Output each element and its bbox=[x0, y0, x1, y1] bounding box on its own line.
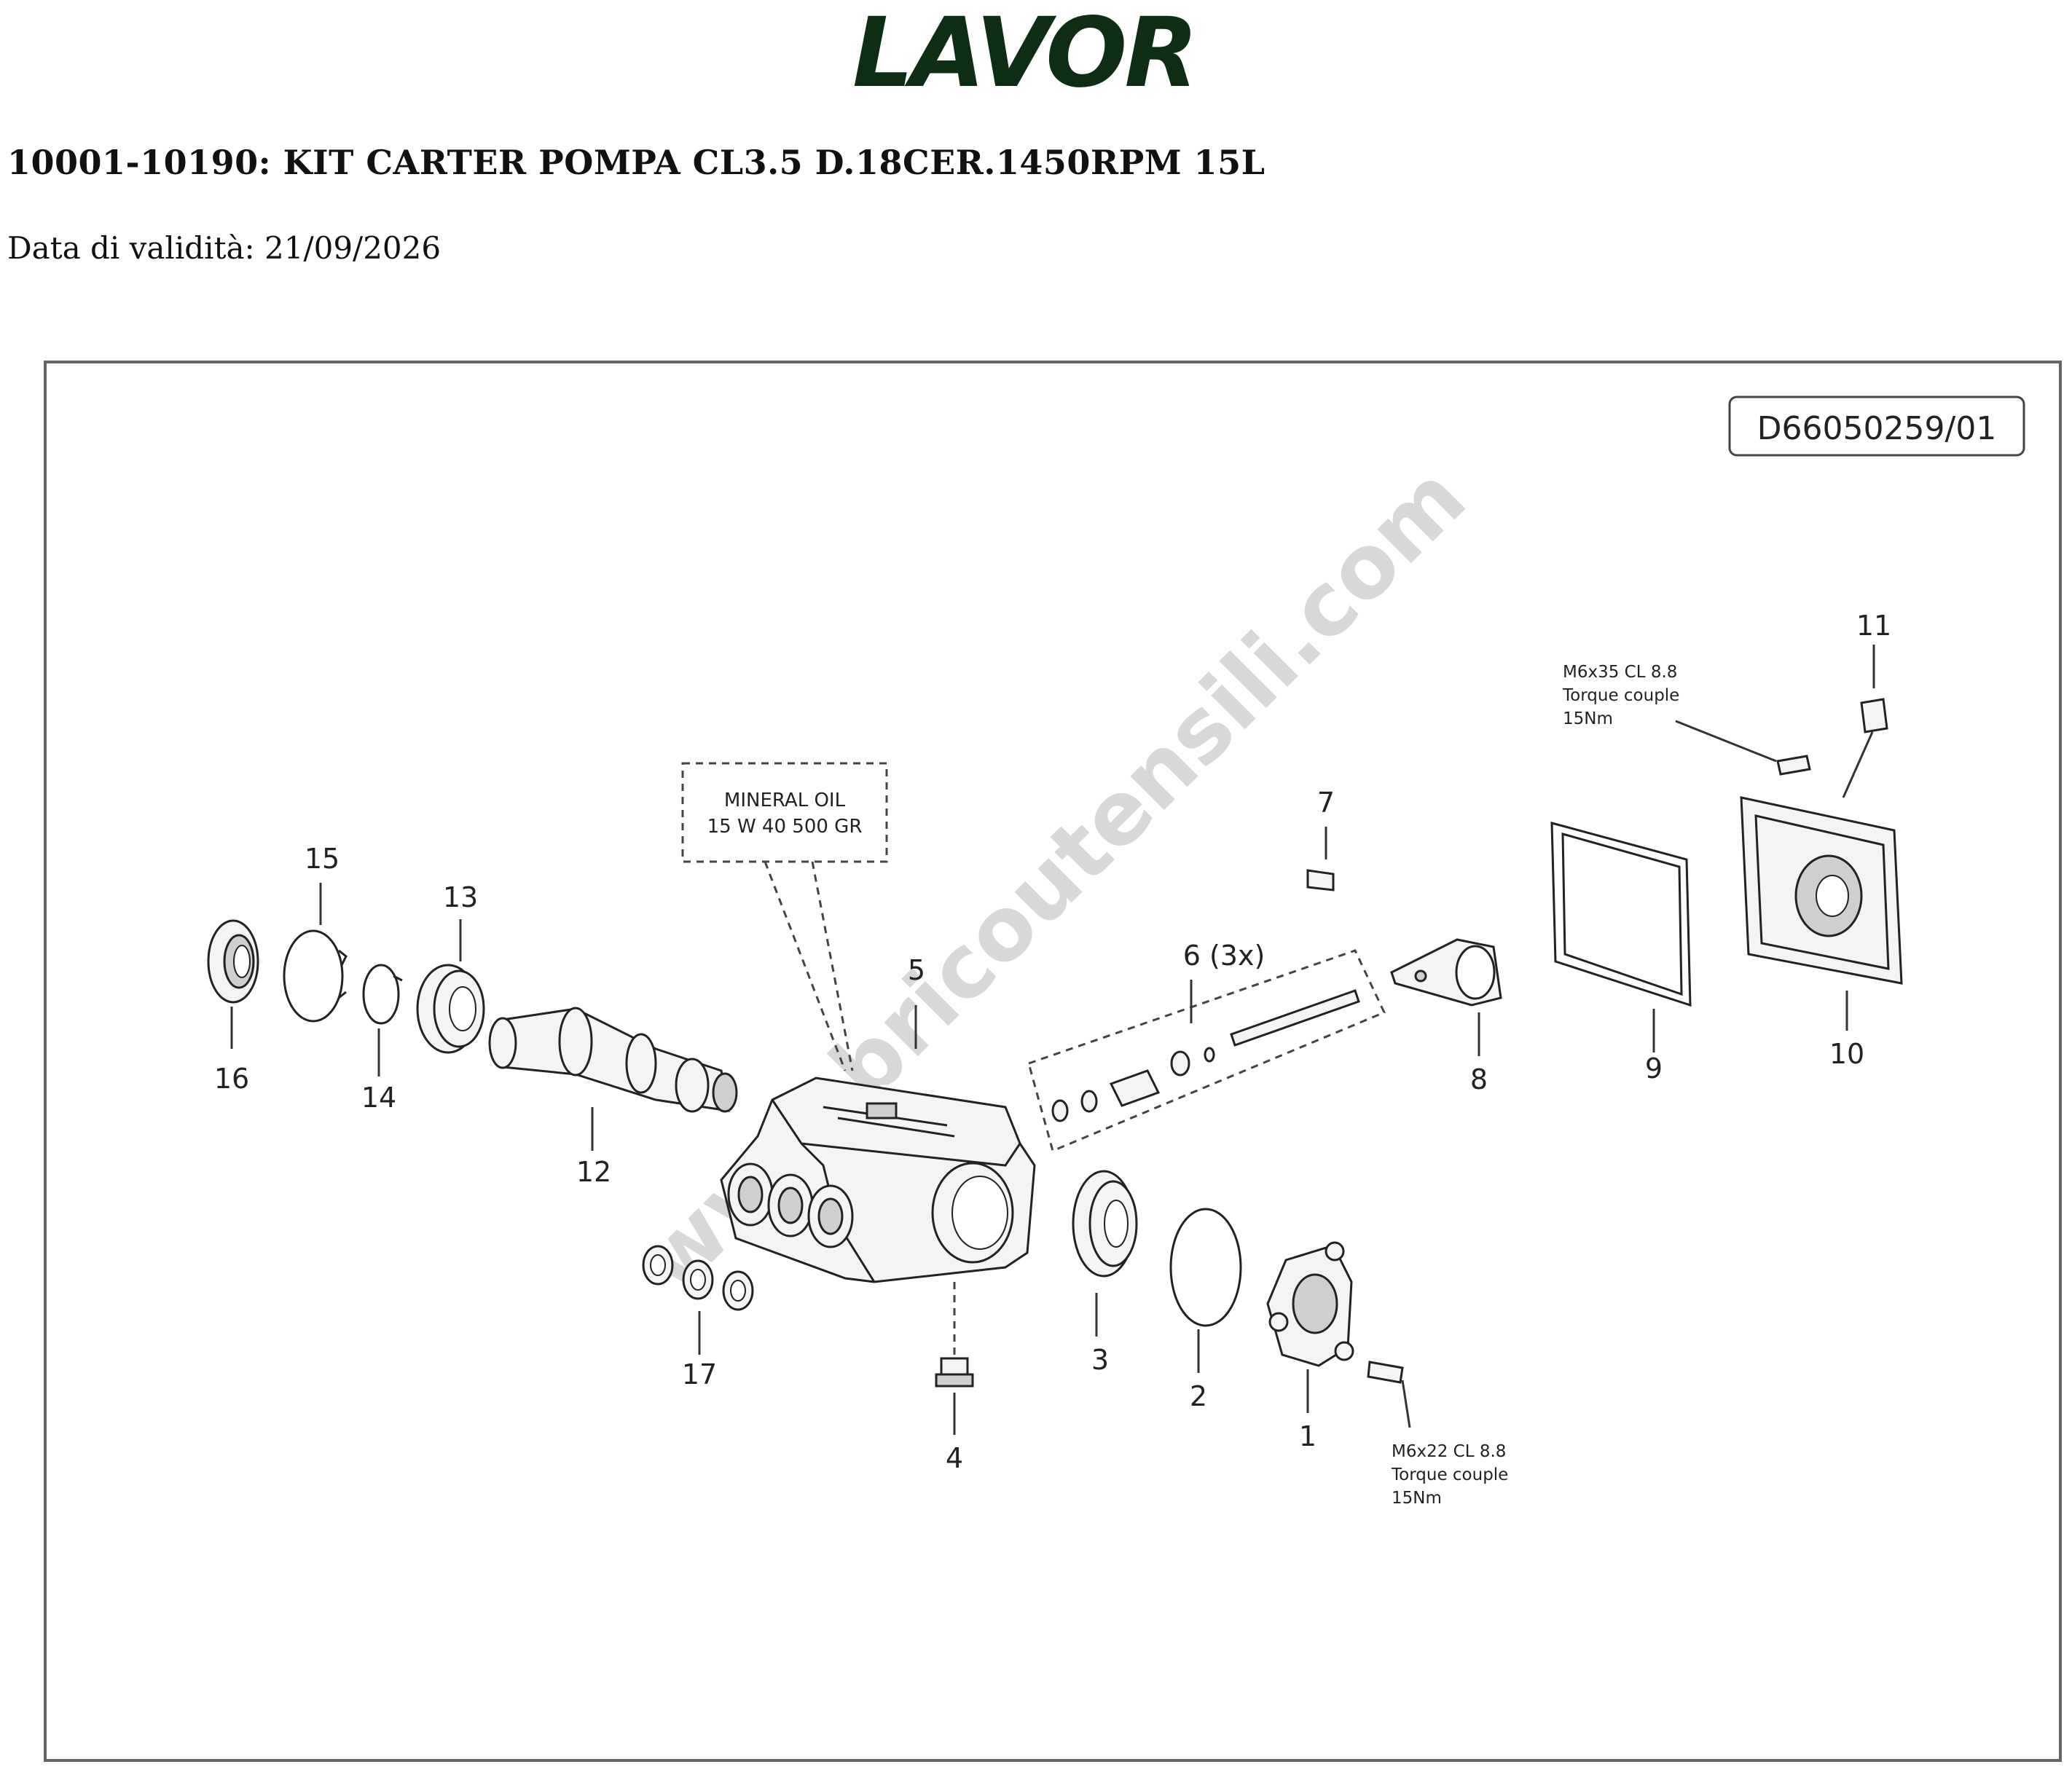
screw-note-bottom-line3: 15Nm bbox=[1392, 1489, 1442, 1508]
part-9-gasket bbox=[1550, 822, 1692, 1007]
label-part-15: 15 bbox=[305, 843, 340, 875]
part-6-piston-assembly bbox=[1027, 949, 1386, 1153]
label-part-14: 14 bbox=[361, 1082, 396, 1114]
part-2-o-ring bbox=[1169, 1208, 1242, 1327]
screw-note-top: M6x35 CL 8.8 Torque couple 15Nm bbox=[1562, 663, 1679, 728]
lavor-logo: LAVOR bbox=[852, 0, 1198, 95]
screw-m6x35 bbox=[1675, 720, 1811, 776]
validity-date: Data di validità: 21/09/2026 bbox=[7, 230, 442, 266]
oil-note: MINERAL OIL 15 W 40 500 GR bbox=[681, 762, 888, 1071]
label-part-7: 7 bbox=[1317, 787, 1335, 819]
label-part-2: 2 bbox=[1190, 1380, 1207, 1412]
part-14-circlip bbox=[362, 964, 403, 1025]
screw-note-top-line2: Torque couple bbox=[1562, 686, 1679, 705]
part-10-rear-cover bbox=[1740, 796, 1903, 985]
label-part-11: 11 bbox=[1856, 610, 1891, 642]
screw-note-top-line3: 15Nm bbox=[1563, 709, 1613, 728]
screw-note-bottom: M6x22 CL 8.8 Torque couple 15Nm bbox=[1391, 1442, 1508, 1508]
label-part-17: 17 bbox=[682, 1358, 717, 1390]
part-7-pin bbox=[1306, 869, 1335, 892]
label-part-3: 3 bbox=[1091, 1344, 1109, 1376]
label-part-13: 13 bbox=[443, 881, 478, 913]
part-15-snap-ring bbox=[283, 929, 348, 1023]
screw-note-bottom-line1: M6x22 CL 8.8 bbox=[1392, 1442, 1506, 1461]
doc-id-box: D66050259/01 bbox=[1728, 395, 2025, 457]
label-part-9: 9 bbox=[1645, 1052, 1663, 1085]
part-8-connecting-rod bbox=[1390, 938, 1502, 1007]
part-13-bearing bbox=[416, 964, 485, 1054]
screw-note-top-line1: M6x35 CL 8.8 bbox=[1563, 663, 1677, 682]
label-part-10: 10 bbox=[1829, 1038, 1864, 1070]
label-part-8: 8 bbox=[1470, 1063, 1488, 1095]
label-part-6: 6 (3x) bbox=[1183, 940, 1265, 972]
label-part-12: 12 bbox=[576, 1156, 611, 1188]
diagram-frame bbox=[44, 361, 2062, 1762]
part-4-drain-plug bbox=[935, 1357, 974, 1388]
part-17-seals bbox=[642, 1245, 754, 1311]
page-title: 10001-10190: KIT CARTER POMPA CL3.5 D.18… bbox=[7, 143, 1265, 182]
part-3-bearing bbox=[1072, 1170, 1138, 1278]
part-1-bearing-flange bbox=[1266, 1241, 1354, 1367]
oil-note-line1: MINERAL OIL bbox=[724, 790, 846, 811]
label-part-16: 16 bbox=[214, 1063, 249, 1095]
part-16-oil-seal bbox=[207, 919, 259, 1004]
part-12-crankshaft bbox=[488, 1007, 738, 1113]
part-11-oil-cap bbox=[1842, 698, 1888, 798]
label-part-4: 4 bbox=[946, 1442, 963, 1474]
oil-note-line2: 15 W 40 500 GR bbox=[707, 816, 863, 838]
brand-wordmark: LAVOR bbox=[852, 0, 1196, 95]
screw-note-bottom-line2: Torque couple bbox=[1391, 1465, 1508, 1484]
label-part-1: 1 bbox=[1299, 1420, 1316, 1452]
screw-m6x22 bbox=[1367, 1361, 1411, 1428]
doc-id: D66050259/01 bbox=[1757, 410, 1997, 447]
part-5-crankcase bbox=[720, 1077, 1036, 1283]
label-part-5: 5 bbox=[908, 954, 925, 986]
